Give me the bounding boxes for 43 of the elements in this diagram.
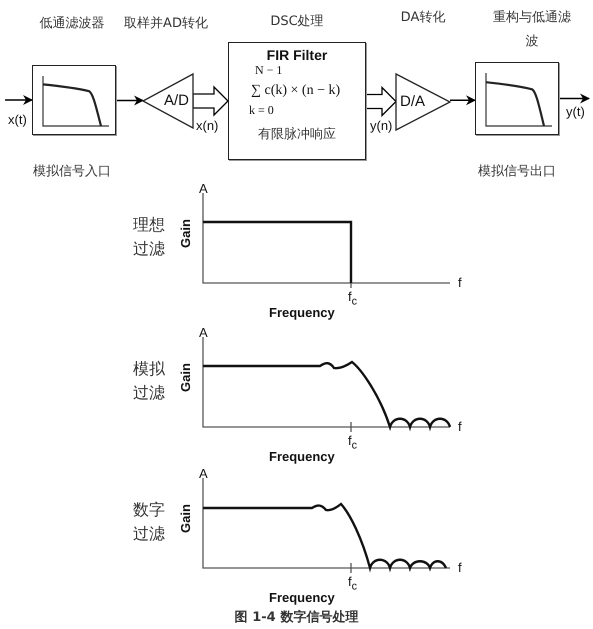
axis-label: A xyxy=(199,466,208,481)
axis-label: Frequency xyxy=(269,590,335,605)
axis-label: f xyxy=(458,419,462,434)
block-title: DSC处理 xyxy=(269,13,325,30)
axis-label: Frequency xyxy=(269,305,335,320)
axis-label: Frequency xyxy=(269,449,335,464)
arrow xyxy=(5,95,33,105)
edge-label: x(t) xyxy=(8,112,27,127)
axis-label: f xyxy=(458,560,462,575)
arrow xyxy=(116,96,144,106)
formula-text: ∑ c(k) × (n − k) xyxy=(251,83,340,99)
edge-label: y(n) xyxy=(370,118,392,133)
filter-type-label: 理想过滤 xyxy=(133,214,166,260)
edge-label: x(n) xyxy=(196,118,218,133)
axis-label: Gain xyxy=(178,219,193,248)
converter-label: D/A xyxy=(400,93,426,110)
axis-label: f xyxy=(458,275,462,290)
axis-label: A xyxy=(199,181,208,196)
axis-label: Gain xyxy=(178,363,193,392)
box-title: FIR Filter xyxy=(266,47,328,63)
axis-label: f$_{c}$ xyxy=(348,433,358,452)
block-arrow xyxy=(365,86,397,118)
block-title: 低通滤波器 xyxy=(38,15,106,33)
block-title: DA转化 xyxy=(400,9,446,26)
formula-limit: N − 1 xyxy=(255,63,282,78)
axis-label: Gain xyxy=(178,504,193,533)
formula-limit: k = 0 xyxy=(249,103,274,118)
port-label: 模拟信号出口 xyxy=(477,163,557,180)
block-title: 取样并AD转化 xyxy=(123,15,209,32)
arrow xyxy=(450,95,476,106)
axis-label: f$_{c}$ xyxy=(348,574,358,593)
figure-caption: 图 1-4 数字信号处理 xyxy=(234,608,360,626)
converter-label: A/D xyxy=(164,92,189,109)
block-arrow xyxy=(192,85,229,117)
block-title: 重构与低通滤波 xyxy=(492,9,572,51)
axis-label: f$_{c}$ xyxy=(348,289,358,308)
arrow xyxy=(559,94,590,104)
port-label: 模拟信号入口 xyxy=(32,163,112,180)
box-subtitle: 有限脉冲响应 xyxy=(257,126,337,143)
filter-type-label: 数字过滤 xyxy=(133,499,166,545)
filter-type-label: 模拟过滤 xyxy=(133,358,166,404)
edge-label: y(t) xyxy=(566,104,585,119)
axis-label: A xyxy=(199,325,208,340)
